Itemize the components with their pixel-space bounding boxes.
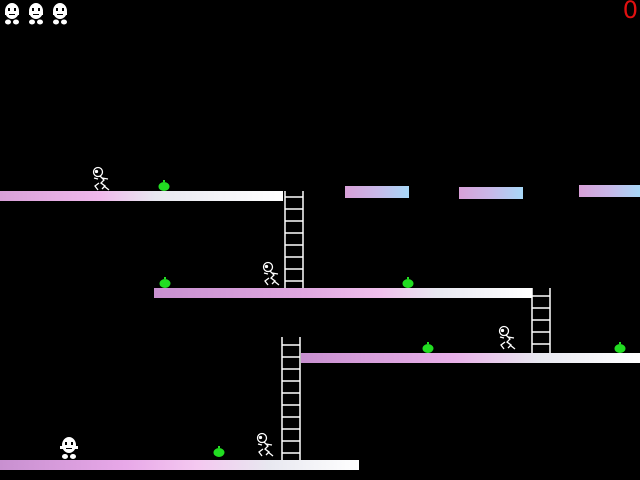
platform-top-left: [0, 191, 283, 201]
ladder[interactable]: [531, 288, 551, 353]
score-counter: 0: [622, 0, 638, 24]
hopping-monster-icon[interactable]: [90, 166, 112, 192]
green-apple-icon[interactable]: [159, 277, 171, 288]
life-egg-icon: [29, 3, 43, 25]
platform-lower-right: [301, 353, 640, 363]
platform-ground: [0, 460, 359, 470]
lives-indicator: [2, 2, 74, 26]
ladder[interactable]: [284, 191, 304, 288]
hopping-monster-icon[interactable]: [260, 261, 282, 287]
green-apple-icon[interactable]: [422, 342, 434, 353]
platform-middle: [154, 288, 532, 298]
green-apple-icon[interactable]: [213, 446, 225, 457]
hopping-monster-icon[interactable]: [254, 432, 276, 458]
floating-block: [459, 187, 523, 199]
green-apple-icon[interactable]: [158, 180, 170, 191]
ladder[interactable]: [281, 337, 301, 460]
green-apple-icon[interactable]: [614, 342, 626, 353]
life-egg-icon: [5, 3, 19, 25]
green-apple-icon[interactable]: [402, 277, 414, 288]
floating-block: [345, 186, 409, 198]
floating-block: [579, 185, 640, 197]
egg-player-icon[interactable]: [58, 436, 80, 460]
hopping-monster-icon[interactable]: [496, 325, 518, 351]
life-egg-icon: [53, 3, 67, 25]
